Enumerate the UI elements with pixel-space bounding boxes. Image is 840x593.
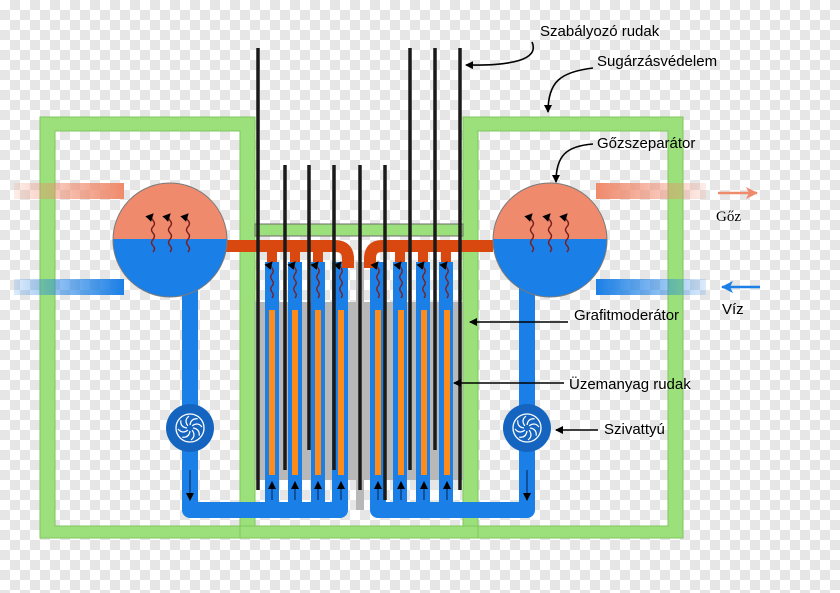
steam-pipe-right xyxy=(596,183,706,199)
steam-pipe-left xyxy=(14,183,124,199)
wavy-steam-arrow-icon xyxy=(162,213,173,253)
label-water: Víz xyxy=(722,301,744,318)
impeller-blade xyxy=(182,430,191,438)
fuel-rod xyxy=(444,310,450,475)
fuel-rod xyxy=(292,310,298,475)
impeller-blade xyxy=(185,415,190,427)
fuel-rod xyxy=(338,310,344,475)
impeller-blade xyxy=(189,418,198,426)
wavy-steam-arrow-icon xyxy=(310,261,320,299)
impeller-blade xyxy=(517,420,525,429)
impeller-blade xyxy=(180,420,188,429)
pump-turbine-icon xyxy=(177,415,203,441)
drum-right-steam-upper xyxy=(493,183,607,239)
left-risers xyxy=(267,246,323,262)
wavy-steam-arrow-icon xyxy=(393,261,403,299)
shield-center-floor xyxy=(239,525,479,539)
wavy-steam-arrow-icon xyxy=(287,261,297,299)
fuel-rod xyxy=(269,310,275,475)
impeller-blade xyxy=(190,429,195,441)
drum-right-outline xyxy=(492,182,608,298)
impeller-blade xyxy=(528,423,540,428)
drum-left-steam-upper xyxy=(113,183,227,239)
fuel-rod xyxy=(421,310,427,475)
water-pipe-right xyxy=(596,279,706,295)
pump-right-ring xyxy=(512,413,542,443)
callout-pointers xyxy=(453,41,598,434)
impeller-blade xyxy=(529,427,537,436)
impeller-blade xyxy=(514,428,526,433)
impeller-blade xyxy=(192,427,200,436)
fuel-rod xyxy=(315,310,321,475)
label-graphite-moderator: Grafitmoderátor xyxy=(574,307,679,324)
wavy-steam-arrow-icon xyxy=(333,261,343,299)
external-pipes xyxy=(14,183,706,295)
fuel-rod xyxy=(398,310,404,475)
impeller-blade xyxy=(527,429,532,441)
pump-turbine-icon xyxy=(514,415,540,441)
drum-left-outline xyxy=(112,182,228,298)
impeller-blade xyxy=(177,428,189,433)
pump-right-casing xyxy=(503,404,551,452)
impeller-blade xyxy=(191,423,203,428)
pointer-control-rods xyxy=(465,41,535,70)
drum-steam-waves xyxy=(145,213,570,253)
wavy-steam-arrow-icon xyxy=(524,213,535,253)
label-control-rods: Szabályozó rudak xyxy=(540,23,660,40)
pump-left-ring xyxy=(175,413,205,443)
wavy-steam-arrow-icon xyxy=(145,213,156,253)
label-pump: Szivattyú xyxy=(604,421,665,438)
pump-left xyxy=(166,404,214,452)
steam-separator-right xyxy=(492,182,608,298)
pointer-radiation-shield xyxy=(544,67,594,113)
wavy-steam-arrow-icon xyxy=(370,261,380,299)
label-steam: Gőz xyxy=(716,209,741,225)
pointer-steam-separator xyxy=(552,143,594,183)
fuel-rod xyxy=(375,310,381,475)
water-pipe-left xyxy=(14,279,124,295)
impeller-blade xyxy=(519,430,528,438)
shield-right-wall xyxy=(462,116,684,539)
drum-right-water-lower xyxy=(493,238,607,297)
flow-arrows xyxy=(186,470,531,501)
wavy-steam-arrow-icon xyxy=(439,261,449,299)
right-hot-header xyxy=(364,240,493,268)
right-risers xyxy=(395,246,451,262)
pump-left-casing xyxy=(166,404,214,452)
wavy-steam-arrow-icon xyxy=(180,213,191,253)
label-steam-separator: Gőzszeparátor xyxy=(597,135,695,152)
impeller-blade xyxy=(526,418,535,426)
drum-left-water-lower xyxy=(113,238,227,297)
wavy-steam-arrow-icon xyxy=(559,213,570,253)
label-radiation-shield: Sugárzásvédelem xyxy=(597,53,717,70)
steam-separator-left xyxy=(112,182,228,298)
hot-outlet-pipes xyxy=(225,240,493,268)
label-fuel-rods: Üzemanyag rudak xyxy=(569,375,691,393)
wavy-steam-arrow-icon xyxy=(264,261,274,299)
wavy-steam-arrow-icon xyxy=(542,213,553,253)
impeller-blade xyxy=(522,415,527,427)
fuel-channels xyxy=(256,48,462,510)
shield-left-wall xyxy=(39,116,256,539)
wavy-steam-arrow-icon xyxy=(416,261,426,299)
pump-right xyxy=(503,404,551,452)
